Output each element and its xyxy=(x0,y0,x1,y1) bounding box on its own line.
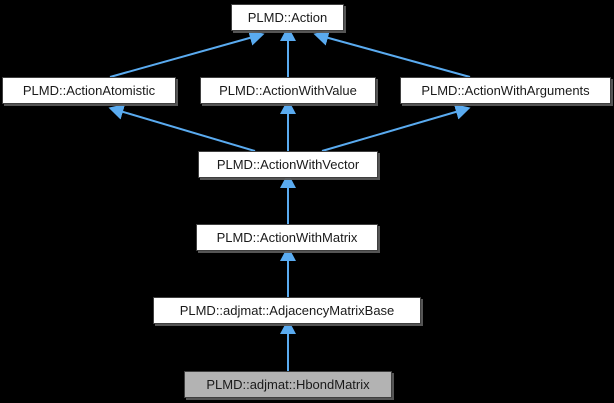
class-node-action-label: PLMD::Action xyxy=(247,10,328,25)
edge-action-atomistic-to-action xyxy=(109,30,265,78)
edge-action-with-arguments-to-action xyxy=(313,30,471,78)
class-node-action-with-matrix-label: PLMD::ActionWithMatrix xyxy=(216,230,358,245)
class-node-action-with-matrix[interactable]: PLMD::ActionWithMatrix xyxy=(196,224,378,251)
class-node-action-with-arguments-label: PLMD::ActionWithArguments xyxy=(421,83,590,98)
class-node-hbond-matrix[interactable]: PLMD::adjmat::HbondMatrix xyxy=(184,371,392,398)
class-node-action-with-value-label: PLMD::ActionWithValue xyxy=(219,83,357,98)
class-node-action[interactable]: PLMD::Action xyxy=(231,4,344,31)
class-node-hbond-matrix-label: PLMD::adjmat::HbondMatrix xyxy=(206,377,370,392)
edge-action-with-vector-to-action-atomistic xyxy=(108,104,256,152)
class-node-action-atomistic-label: PLMD::ActionAtomistic xyxy=(22,83,156,98)
class-node-action-with-value[interactable]: PLMD::ActionWithValue xyxy=(200,77,376,104)
class-node-adjacency-matrix-base[interactable]: PLMD::adjmat::AdjacencyMatrixBase xyxy=(153,297,421,324)
class-node-action-with-vector[interactable]: PLMD::ActionWithVector xyxy=(198,151,378,178)
class-node-action-atomistic[interactable]: PLMD::ActionAtomistic xyxy=(2,77,176,104)
edge-action-with-vector-to-action-with-arguments xyxy=(321,104,471,152)
class-node-action-with-arguments[interactable]: PLMD::ActionWithArguments xyxy=(400,77,611,104)
class-node-adjacency-matrix-base-label: PLMD::adjmat::AdjacencyMatrixBase xyxy=(179,303,395,318)
class-node-action-with-vector-label: PLMD::ActionWithVector xyxy=(216,157,360,172)
